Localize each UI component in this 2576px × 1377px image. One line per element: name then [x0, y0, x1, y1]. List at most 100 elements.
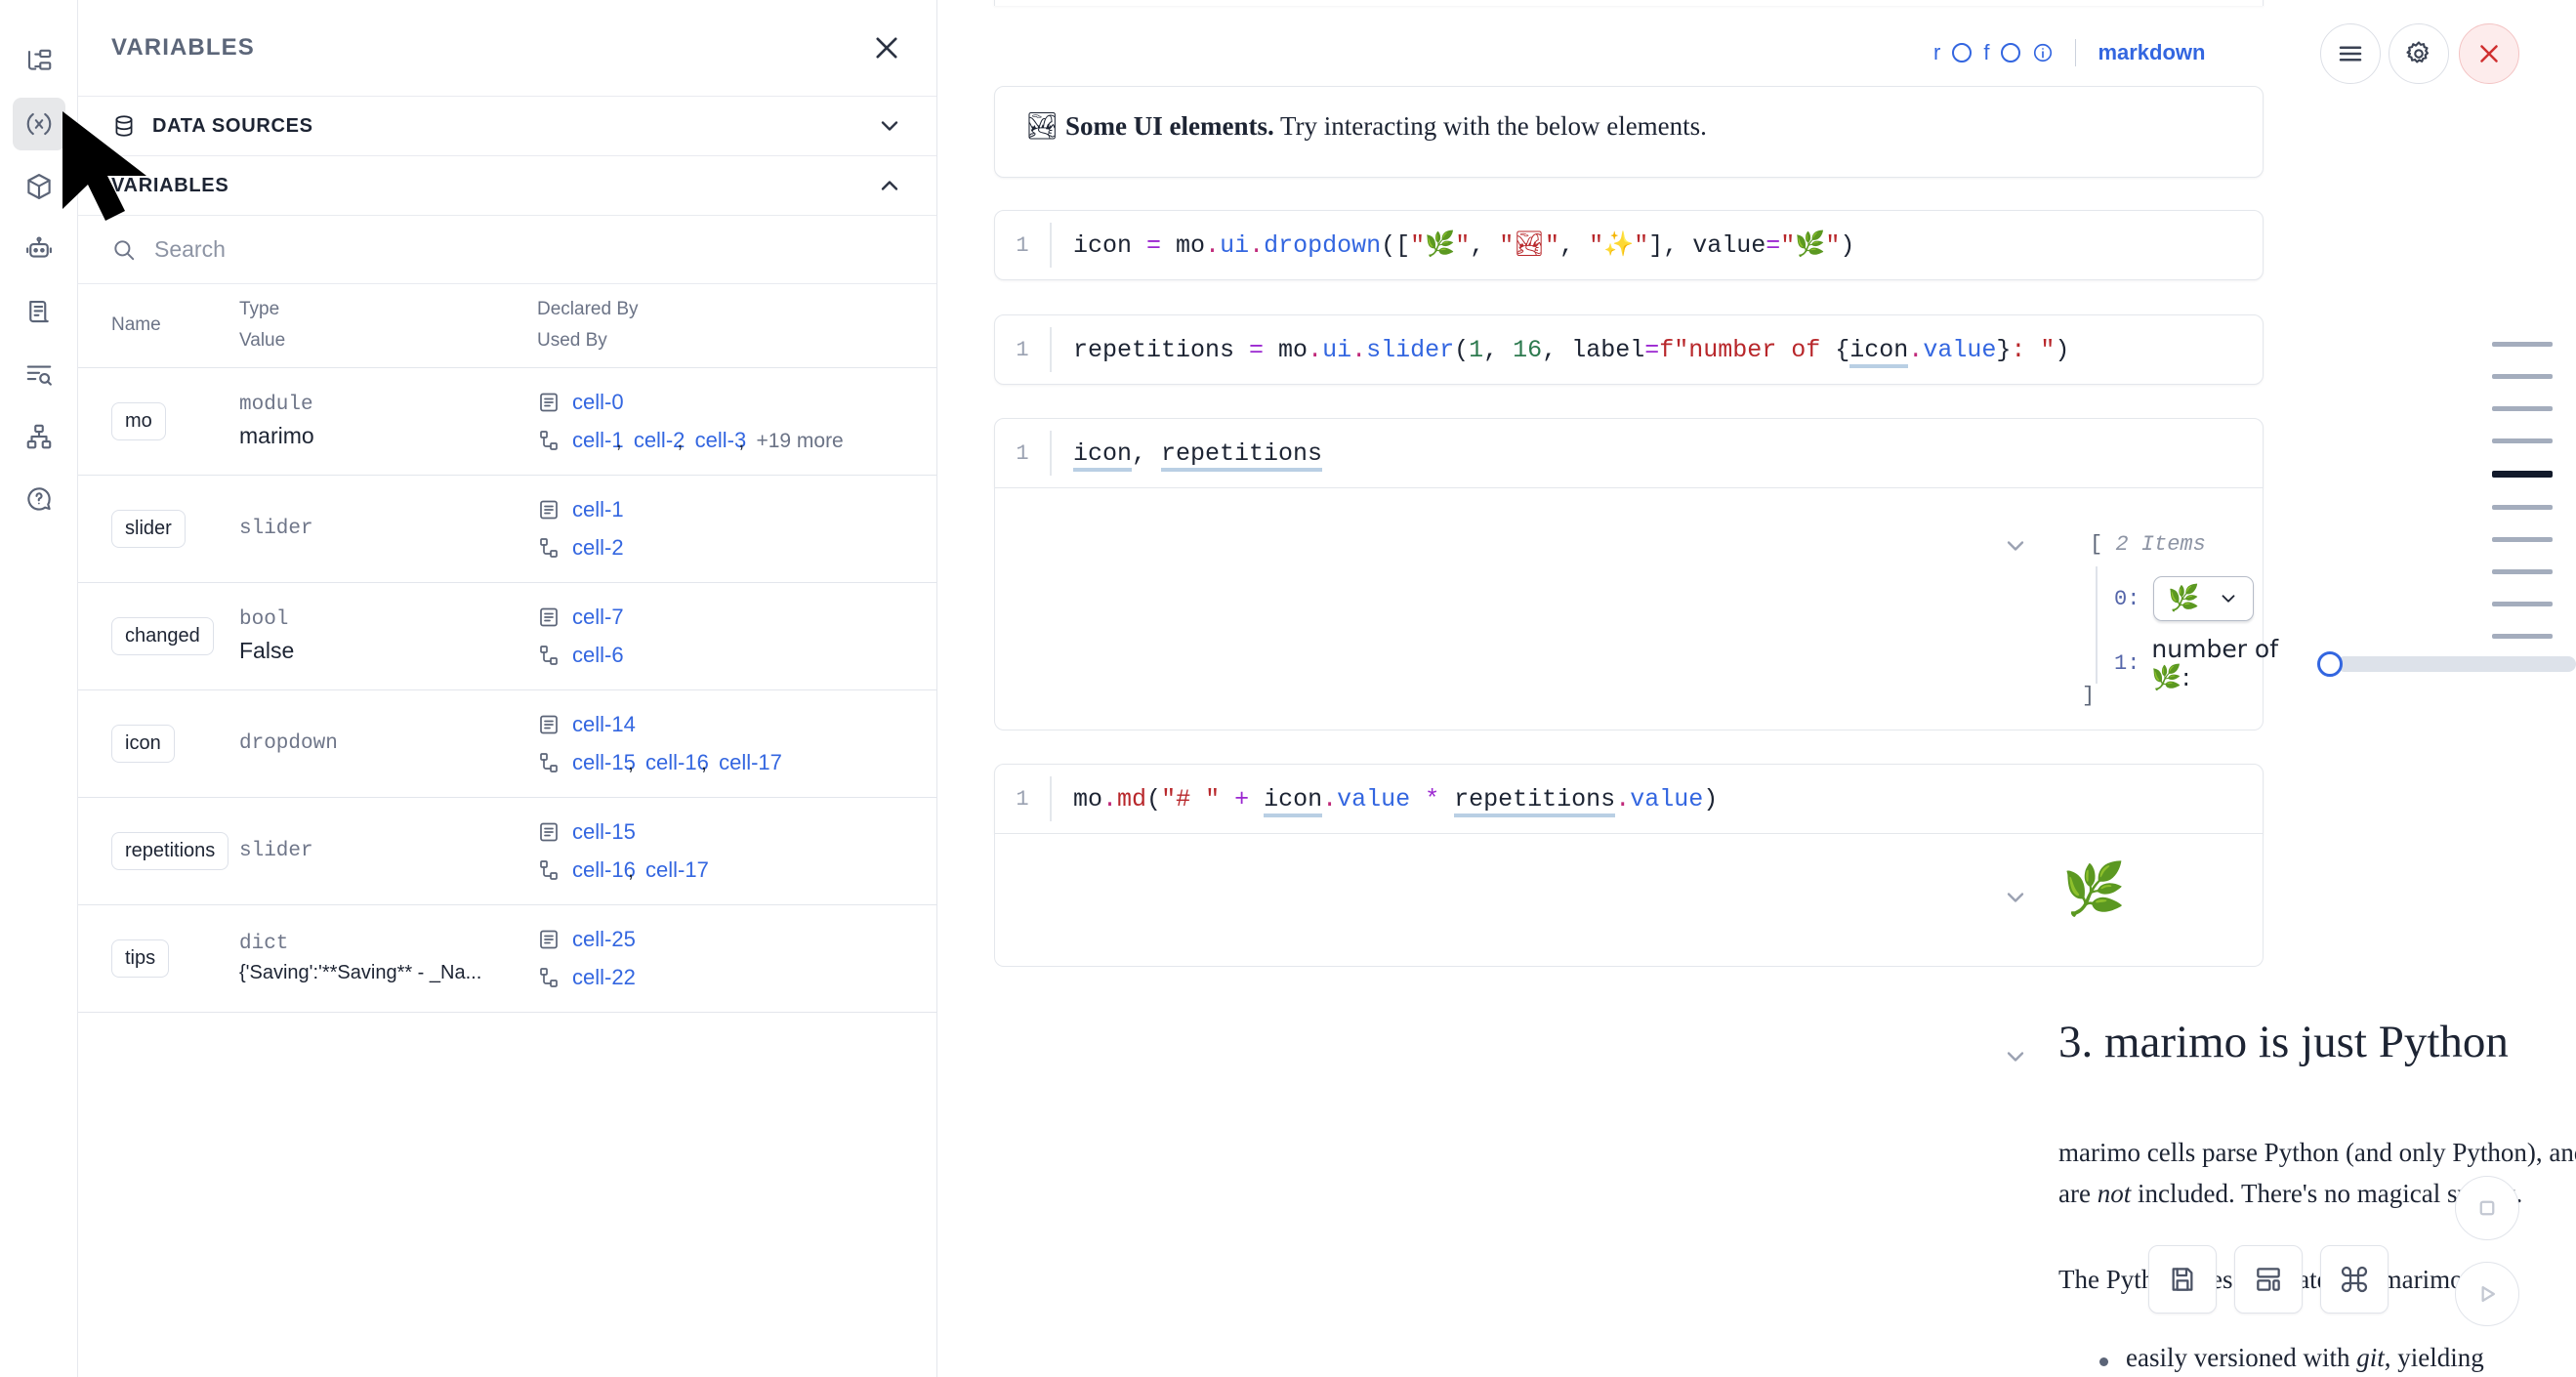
code-token: .: [1308, 335, 1323, 364]
cell-link[interactable]: cell-1: [572, 428, 624, 452]
code-cell-display[interactable]: 1 icon, repetitions: [994, 418, 2264, 488]
sidebar-item-file-explorer[interactable]: [13, 35, 65, 88]
minimap-bar[interactable]: [2492, 406, 2553, 411]
command-palette-button[interactable]: [2320, 1245, 2389, 1314]
cell-link[interactable]: cell-0: [572, 390, 624, 414]
cell-link-separator: ,: [738, 428, 751, 452]
markdown-cell-editor[interactable]: 1 """🏞 Some UI elements.""" Try interact…: [994, 0, 2264, 6]
slider-track[interactable]: [2337, 655, 2576, 672]
cell-link[interactable]: cell-25: [572, 927, 636, 951]
cell-link[interactable]: cell-17: [645, 857, 709, 882]
search-input[interactable]: [154, 236, 903, 263]
cell-link[interactable]: cell-7: [572, 605, 624, 629]
code-cell-icon[interactable]: 1 icon = mo.ui.dropdown(["🌿", "🏞", "✨"],…: [994, 210, 2264, 280]
code-cell-md[interactable]: 1 mo.md("# " + icon.value * repetitions.…: [994, 764, 2264, 834]
repetitions-slider[interactable]: [2317, 650, 2576, 677]
collapse-md-output-chevron[interactable]: [2002, 884, 2029, 911]
cell-link[interactable]: cell-15: [572, 750, 636, 774]
minimap-bar[interactable]: [2492, 537, 2553, 542]
variable-name-chip[interactable]: icon: [111, 725, 175, 763]
minimap-bar[interactable]: [2492, 438, 2553, 443]
item-index-0: 0:: [2114, 586, 2140, 611]
code-token: 16: [1513, 335, 1543, 364]
language-selector[interactable]: markdown: [2098, 40, 2206, 64]
close-notebook-button[interactable]: [2459, 23, 2519, 84]
variable-name-chip[interactable]: mo: [111, 402, 166, 440]
minimap-bar[interactable]: [2492, 374, 2553, 379]
notebook-minimap[interactable]: [2469, 342, 2576, 666]
save-button[interactable]: [2148, 1245, 2217, 1314]
minimap-bar[interactable]: [2492, 342, 2553, 347]
chevron-up-icon[interactable]: [876, 172, 903, 199]
items-count: 2 Items: [2115, 532, 2206, 557]
toggle-r[interactable]: [1952, 43, 1973, 63]
chevron-down-icon[interactable]: [876, 112, 903, 140]
interrupt-button[interactable]: [2455, 1176, 2519, 1240]
info-icon[interactable]: [2032, 42, 2054, 63]
sidebar-item-documentation[interactable]: [13, 285, 65, 338]
sidebar-item-ai-assistant[interactable]: [13, 223, 65, 275]
variable-name-chip[interactable]: slider: [111, 510, 186, 548]
cell-link[interactable]: cell-15: [572, 819, 636, 844]
code-token: dropdown: [1264, 231, 1382, 260]
variable-name-chip[interactable]: tips: [111, 939, 170, 978]
line-number: 1: [1016, 337, 1029, 362]
minimap-bar[interactable]: [2492, 634, 2553, 639]
close-panel-button[interactable]: [870, 31, 903, 64]
sidebar-item-dependency-graph[interactable]: [13, 410, 65, 463]
code-token: repetitions: [1161, 438, 1323, 472]
settings-button[interactable]: [2389, 23, 2449, 84]
collapse-section-chevron[interactable]: [2002, 1043, 2029, 1070]
sidebar-item-packages[interactable]: [13, 160, 65, 213]
column-declared-used: Declared By Used By: [537, 284, 936, 368]
minimap-bar[interactable]: [2492, 471, 2553, 478]
variable-value: {'Saving':'**Saving** - _Na...: [239, 962, 482, 983]
cell-link[interactable]: cell-16: [645, 750, 709, 774]
menu-button[interactable]: [2320, 23, 2381, 84]
cell-link[interactable]: cell-3: [694, 428, 747, 452]
layout-button[interactable]: [2234, 1245, 2303, 1314]
cell-link[interactable]: cell-2: [572, 535, 624, 560]
cell-link[interactable]: cell-2: [633, 428, 686, 452]
cell-link[interactable]: cell-17: [719, 750, 782, 774]
sidebar-item-help[interactable]: [13, 473, 65, 525]
minimap-bar[interactable]: [2492, 602, 2553, 606]
sidebar-item-variables[interactable]: [12, 98, 65, 150]
section-data-sources[interactable]: DATA SOURCES: [78, 97, 936, 156]
run-button[interactable]: [2455, 1262, 2519, 1326]
variable-name-chip[interactable]: repetitions: [111, 832, 229, 870]
variable-type-value-cell: dropdown: [239, 690, 537, 798]
variable-name-chip[interactable]: changed: [111, 617, 214, 655]
variable-name-cell: mo: [78, 368, 239, 476]
paragraph-1-italic: not: [2097, 1178, 2132, 1208]
section-variables[interactable]: VARIABLES: [78, 156, 936, 216]
icon-dropdown[interactable]: 🌿: [2153, 576, 2254, 621]
slider-label: number of 🌿:: [2151, 635, 2279, 691]
sidebar-item-logs[interactable]: [13, 348, 65, 400]
more-cells-label[interactable]: +19 more: [756, 430, 844, 452]
cell-link[interactable]: cell-1: [572, 497, 624, 522]
collapse-widget-output-chevron[interactable]: [2002, 532, 2029, 560]
minimap-bar[interactable]: [2492, 505, 2553, 510]
cell-link[interactable]: cell-16: [572, 857, 636, 882]
cell-link[interactable]: cell-14: [572, 712, 636, 736]
minimap-bar[interactable]: [2492, 569, 2553, 574]
close-icon: [870, 37, 903, 68]
slider-knob[interactable]: [2317, 650, 2343, 677]
cell-used-icon: [537, 966, 561, 989]
toggle-f[interactable]: [2001, 43, 2021, 63]
cell-used-icon: [537, 751, 561, 774]
code-cell-repetitions[interactable]: 1 repetitions = mo.ui.slider(1, 16, labe…: [994, 314, 2264, 385]
cell-link[interactable]: cell-6: [572, 643, 624, 667]
stop-icon: [2472, 1193, 2502, 1223]
cell-used-icon: [537, 858, 561, 882]
cell-link[interactable]: cell-22: [572, 965, 636, 989]
